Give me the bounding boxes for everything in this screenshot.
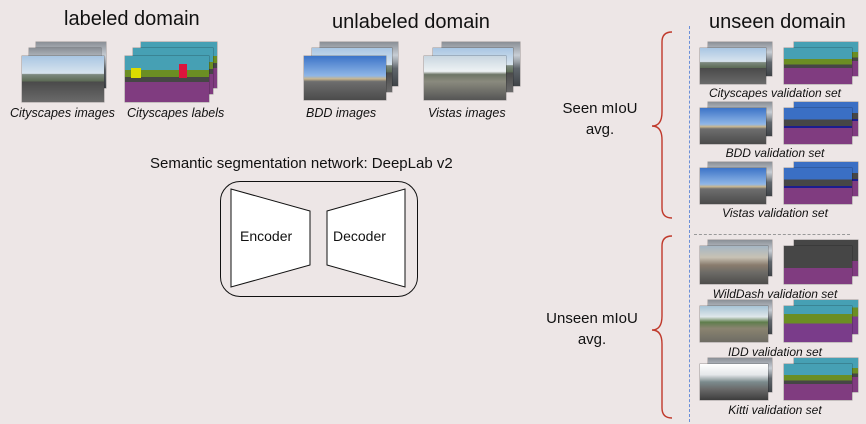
unlabeled-domain-title: unlabeled domain — [332, 11, 490, 33]
vistas-val-images — [700, 162, 774, 204]
braces — [651, 31, 673, 419]
kitti-val-labels — [784, 358, 858, 400]
image-thumbnail — [304, 56, 386, 100]
decoder-block — [326, 188, 406, 288]
label-thumbnail — [125, 56, 209, 102]
network-title: Semantic segmentation network: DeepLab v… — [150, 155, 453, 172]
bdd-images-caption: BDD images — [306, 106, 377, 120]
idd-validation-caption: IDD validation set — [727, 345, 823, 359]
bdd-val-labels — [784, 102, 858, 144]
vistas-images-stack — [424, 42, 524, 100]
wilddash-validation-caption: WildDash validation set — [712, 287, 838, 301]
seen-miou-line2: avg. — [585, 121, 615, 138]
vistas-images-caption: Vistas images — [428, 106, 506, 120]
cityscapes-validation-caption: Cityscapes validation set — [708, 86, 842, 100]
decoder-label: Decoder — [333, 228, 386, 244]
unseen-miou-line1: Unseen mIoU — [546, 310, 638, 327]
cityscapes-val-images — [700, 42, 774, 84]
unseen-domain-title: unseen domain — [709, 11, 846, 33]
kitti-validation-caption: Kitti validation set — [728, 403, 822, 417]
bdd-validation-caption: BDD validation set — [725, 146, 825, 160]
horizontal-divider — [694, 234, 850, 235]
vertical-divider — [689, 26, 690, 422]
cityscapes-images-caption: Cityscapes images — [10, 106, 115, 120]
bdd-images-stack — [304, 42, 404, 100]
bdd-val-images — [700, 102, 774, 144]
idd-val-images — [700, 300, 774, 342]
labeled-domain-title: labeled domain — [64, 8, 200, 30]
wilddash-val-images — [700, 240, 774, 284]
unseen-brace — [651, 235, 673, 419]
network-blocks — [230, 188, 406, 288]
cityscapes-labels-caption: Cityscapes labels — [127, 106, 225, 120]
vistas-val-labels — [784, 162, 858, 204]
kitti-val-images — [700, 358, 774, 400]
cityscapes-labels-stack — [125, 42, 225, 102]
image-thumbnail — [22, 56, 104, 102]
seen-miou-line1: Seen mIoU — [562, 100, 638, 117]
unseen-miou-line2: avg. — [577, 331, 607, 348]
network-box — [220, 181, 418, 297]
vistas-validation-caption: Vistas validation set — [722, 206, 828, 220]
cityscapes-images-stack — [22, 42, 118, 102]
encoder-block — [230, 188, 311, 288]
image-thumbnail — [424, 56, 506, 100]
seen-miou-label: Seen mIoU avg. — [554, 98, 646, 140]
encoder-label: Encoder — [240, 228, 293, 244]
seen-brace — [651, 31, 673, 219]
unseen-miou-label: Unseen mIoU avg. — [540, 308, 644, 350]
idd-val-labels — [784, 300, 858, 342]
wilddash-val-labels — [784, 240, 858, 284]
cityscapes-val-labels — [784, 42, 858, 84]
